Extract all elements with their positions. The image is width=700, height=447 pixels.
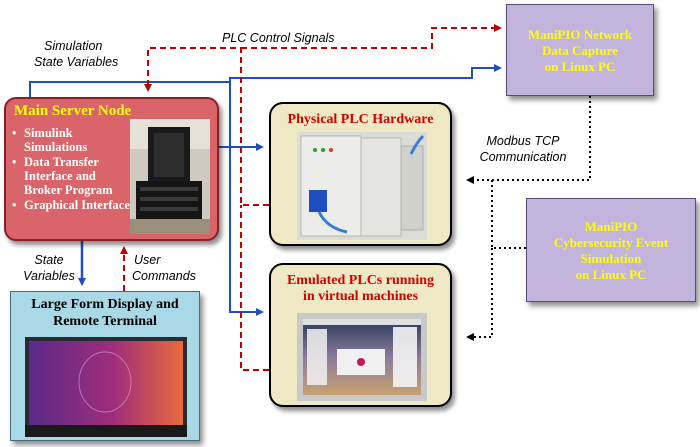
sim-state-label-line1: Simulation xyxy=(44,39,103,53)
user-commands-label-line2: Commands xyxy=(132,269,196,283)
physical-plc-node: Physical PLC Hardware xyxy=(269,102,452,246)
capability-data-transfer: Data Transfer Interface and Broker Progr… xyxy=(12,155,132,197)
emulated-title-line1: Emulated PLCs running xyxy=(286,273,435,288)
physical-plc-title: Physical PLC Hardware xyxy=(287,112,434,127)
modbus-label-line1: Modbus TCP xyxy=(486,134,560,148)
display-title-line1: Large Form Display and xyxy=(31,297,179,312)
network-capture-label: ManiPIO Network Data Capture on Linux PC xyxy=(507,27,653,75)
modbus-capture-path xyxy=(466,96,591,184)
capture-line1: ManiPIO Network xyxy=(527,27,633,42)
cyber-line2: Cybersecurity Event xyxy=(553,235,669,250)
plc-hardware-photo xyxy=(297,132,427,240)
capture-line2: Data Capture xyxy=(542,43,618,58)
modbus-label: Modbus TCP Communication xyxy=(468,133,578,165)
emulated-title-line2: in virtual machines xyxy=(302,289,419,304)
capability-graphical: Graphical Interface xyxy=(12,198,132,212)
user-commands-label: User Commands xyxy=(132,252,196,284)
cyber-event-label: ManiPIO Cybersecurity Event Simulation o… xyxy=(527,219,695,283)
virtual-machines-photo xyxy=(297,313,427,401)
cyber-event-node: ManiPIO Cybersecurity Event Simulation o… xyxy=(526,198,696,302)
cyber-line3: Simulation xyxy=(580,251,642,266)
capture-line3: on Linux PC xyxy=(544,59,616,74)
emulated-plc-node: Emulated PLCs running in virtual machine… xyxy=(269,263,452,407)
modbus-cyber-to-emulated-path xyxy=(466,248,493,341)
main-to-emulated-arrow xyxy=(229,147,264,316)
server-photo xyxy=(130,119,210,234)
display-terminal-node: Large Form Display and Remote Terminal xyxy=(10,291,200,441)
display-terminal-title: Large Form Display and Remote Terminal xyxy=(11,296,199,330)
main-server-capabilities: Simulink Simulations Data Transfer Inter… xyxy=(12,126,132,213)
plc-control-to-capture-path xyxy=(241,24,502,49)
sim-state-label: Simulation State Variables xyxy=(34,38,118,70)
user-commands-label-line1: User xyxy=(134,253,161,267)
modbus-label-line2: Communication xyxy=(479,150,567,164)
main-server-title: Main Server Node xyxy=(14,103,132,119)
sim-state-label-line2: State Variables xyxy=(34,55,119,69)
display-photo xyxy=(25,337,187,437)
plc-control-label: PLC Control Signals xyxy=(222,31,335,45)
emulated-control-signals-path xyxy=(240,205,269,371)
state-variables-label-line1: State xyxy=(34,253,64,267)
modbus-cyber-path xyxy=(491,180,526,249)
display-title-line2: Remote Terminal xyxy=(53,314,157,329)
main-server-node: Main Server Node Simulink Simulations Da… xyxy=(4,97,219,241)
network-capture-node: ManiPIO Network Data Capture on Linux PC xyxy=(506,4,654,96)
state-variables-label: State Variables xyxy=(22,252,76,284)
cyber-line4: on Linux PC xyxy=(575,267,647,282)
cyber-line1: ManiPIO xyxy=(584,219,638,234)
state-variables-label-line2: Variables xyxy=(23,269,75,283)
capability-simulink: Simulink Simulations xyxy=(12,126,132,154)
sim-state-to-capture-arrow xyxy=(29,64,502,97)
emulated-plc-title: Emulated PLCs running in virtual machine… xyxy=(271,273,450,305)
